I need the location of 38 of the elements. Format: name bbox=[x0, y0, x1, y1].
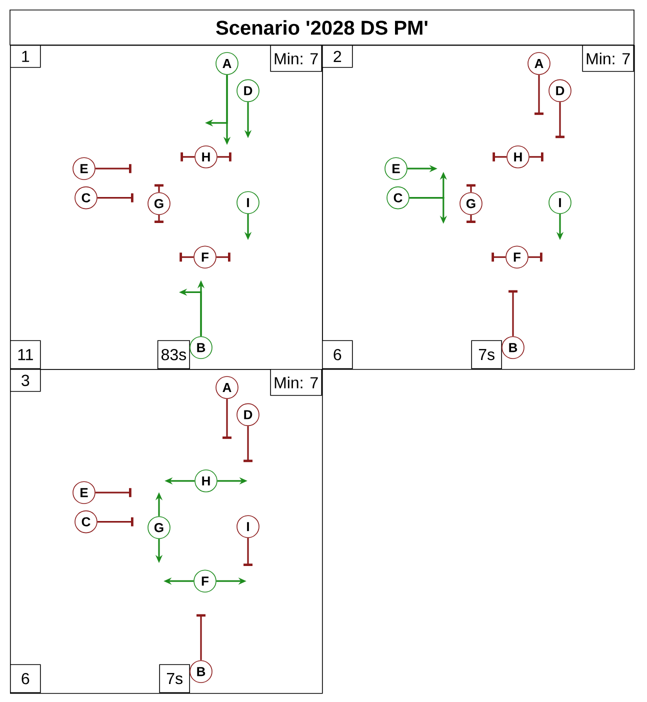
minimum-time-label: Min: 7 bbox=[270, 45, 322, 72]
phase-panel bbox=[10, 369, 323, 694]
stop-bar-line bbox=[508, 290, 518, 336]
stop-bar-line bbox=[95, 488, 132, 498]
stop-bar-line bbox=[97, 517, 134, 526]
phase-number: 3 bbox=[10, 369, 41, 392]
minimum-time-label: Min: 7 bbox=[270, 369, 322, 396]
phase-number: 2 bbox=[322, 45, 353, 68]
duration-label: 83s bbox=[157, 340, 190, 369]
stop-bar-line bbox=[492, 152, 507, 162]
stop-bar-line bbox=[244, 426, 252, 462]
stop-bar-line bbox=[529, 152, 544, 162]
phase-count: 11 bbox=[10, 340, 41, 369]
stop-bar-line bbox=[154, 184, 164, 192]
stop-bar-line bbox=[154, 215, 164, 223]
stop-bar-line bbox=[196, 614, 206, 660]
stop-bar-line bbox=[180, 252, 194, 262]
phase-count: 6 bbox=[10, 664, 41, 693]
minimum-time-label: Min: 7 bbox=[582, 45, 634, 72]
phase-number: 1 bbox=[10, 45, 41, 68]
phase-count: 6 bbox=[322, 340, 353, 369]
stop-bar-line bbox=[492, 252, 506, 262]
stop-bar-line bbox=[556, 102, 564, 138]
duration-label: 7s bbox=[159, 664, 190, 693]
title-bar: Scenario '2028 DS PM' bbox=[10, 10, 634, 46]
stop-bar-line bbox=[466, 215, 476, 223]
stop-bar-line bbox=[95, 164, 132, 174]
stop-bar-line bbox=[216, 252, 230, 262]
stop-bar-line bbox=[180, 152, 195, 162]
stop-bar-line bbox=[466, 184, 476, 192]
stop-bar-line bbox=[97, 193, 134, 202]
stop-bar-line bbox=[528, 252, 542, 262]
phase-panel bbox=[322, 45, 635, 370]
duration-label: 7s bbox=[471, 340, 502, 369]
stop-bar-line bbox=[217, 152, 232, 162]
stop-bar-line bbox=[534, 74, 544, 115]
stop-bar-line bbox=[244, 538, 252, 566]
stop-bar-line bbox=[222, 398, 232, 439]
